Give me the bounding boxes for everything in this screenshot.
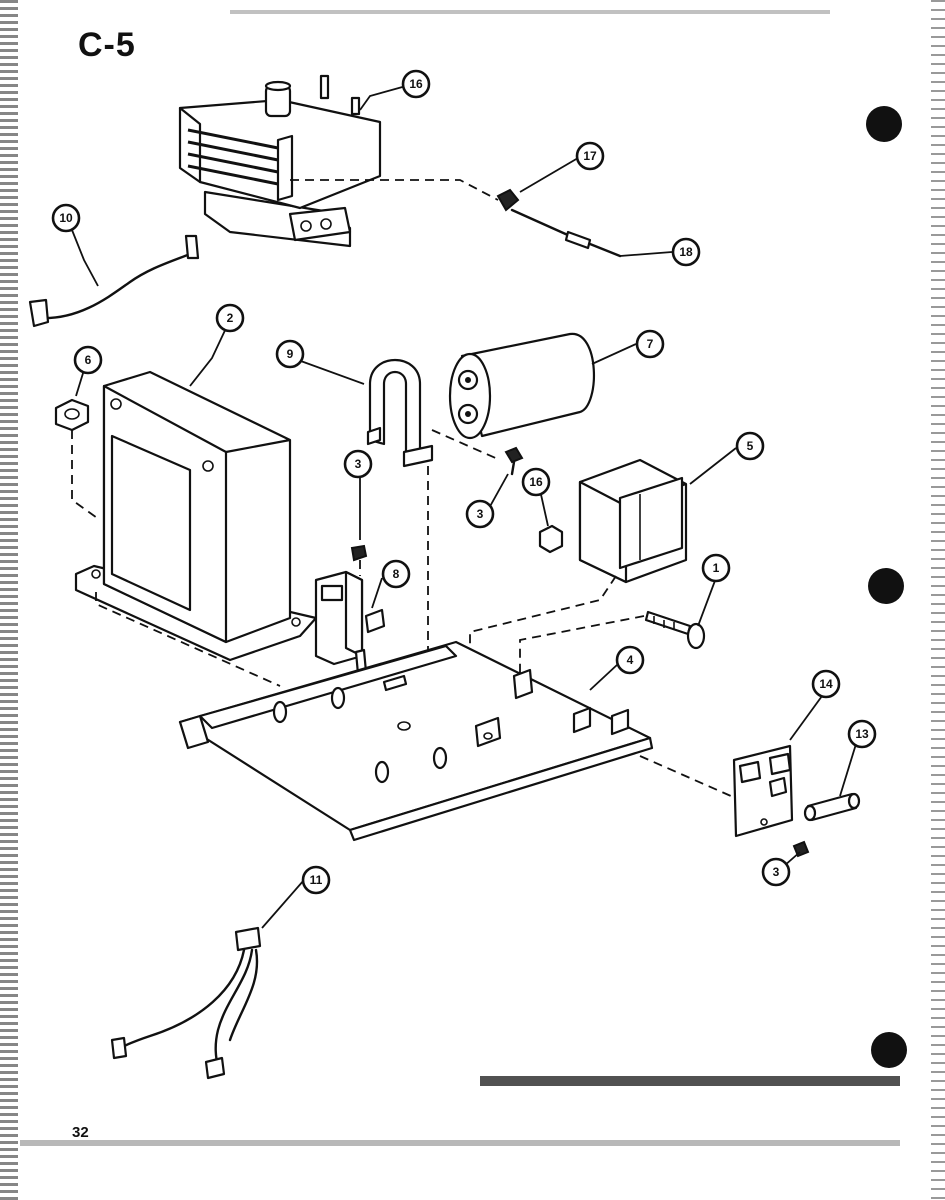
screw-3-upper (504, 446, 524, 476)
fuse-13 (803, 792, 861, 822)
scan-noise-band (480, 1076, 900, 1086)
thermal-protector-clip (496, 188, 520, 212)
callout-16-nut: 16 (521, 467, 551, 497)
callout-14: 14 (811, 669, 841, 699)
callout-4: 4 (615, 645, 645, 675)
interlock-switch-8 (314, 570, 386, 676)
callout-13: 13 (847, 719, 877, 749)
svg-text:10: 10 (59, 211, 73, 225)
screw-3-middle (350, 544, 368, 562)
binder-hole-middle (868, 568, 904, 604)
callout-6: 6 (73, 345, 103, 375)
svg-text:17: 17 (583, 149, 597, 163)
svg-text:9: 9 (287, 347, 294, 361)
fuse-holder-board (732, 744, 794, 838)
callout-18: 18 (671, 237, 701, 267)
svg-text:1: 1 (713, 561, 720, 575)
magnetron (178, 74, 382, 248)
svg-text:3: 3 (355, 457, 362, 471)
callout-7: 7 (635, 329, 665, 359)
mounting-screw-1 (644, 610, 706, 650)
callout-9: 9 (275, 339, 305, 369)
svg-text:4: 4 (627, 653, 634, 667)
leader-dashed-magnetron (290, 179, 499, 201)
svg-text:3: 3 (477, 507, 484, 521)
hex-nut-6 (54, 398, 90, 432)
hv-transformer (74, 370, 318, 662)
svg-text:18: 18 (679, 245, 693, 259)
leader-dashed-transformer (95, 592, 281, 687)
svg-text:16: 16 (409, 77, 423, 91)
probe-lead (510, 208, 622, 258)
svg-text:7: 7 (647, 337, 654, 351)
svg-text:2: 2 (227, 311, 234, 325)
callout-3-upper: 3 (343, 449, 373, 479)
callout-2: 2 (215, 303, 245, 333)
callout-3-capacitor: 3 (465, 499, 495, 529)
page-number: 32 (72, 1124, 89, 1141)
callout-8: 8 (381, 559, 411, 589)
svg-text:8: 8 (393, 567, 400, 581)
binder-hole-top (866, 106, 902, 142)
callout-5: 5 (735, 431, 765, 461)
svg-text:5: 5 (747, 439, 754, 453)
wire-lead-10 (28, 234, 200, 328)
svg-text:16: 16 (529, 475, 543, 489)
leader-dashed-nut (71, 430, 101, 521)
svg-text:13: 13 (855, 727, 869, 741)
callout-1: 1 (701, 553, 731, 583)
wire-harness-11 (110, 926, 262, 1080)
callout-16-magnetron: 16 (401, 69, 431, 99)
svg-text:11: 11 (310, 873, 323, 887)
callout-3-lower: 3 (761, 857, 791, 887)
scan-noise-band-top (230, 10, 830, 14)
svg-text:6: 6 (85, 353, 92, 367)
scan-noise-band-bottom (20, 1140, 900, 1146)
binder-hole-bottom (871, 1032, 907, 1068)
callout-leaders (71, 85, 857, 929)
callout-17: 17 (575, 141, 605, 171)
svg-text:3: 3 (773, 865, 780, 879)
base-plate (178, 640, 654, 842)
svg-text:14: 14 (819, 677, 833, 691)
callout-10: 10 (51, 203, 81, 233)
screw-3-lower (792, 840, 810, 858)
capacitor-bracket (366, 359, 434, 468)
section-code: C-5 (78, 26, 136, 64)
nut-16 (538, 524, 564, 554)
leader-dashed-capacitor (431, 429, 501, 461)
lv-transformer (578, 458, 688, 584)
callout-11: 11 (301, 865, 331, 895)
hv-capacitor (448, 332, 595, 440)
leader-dashed-base-plate (639, 755, 741, 801)
